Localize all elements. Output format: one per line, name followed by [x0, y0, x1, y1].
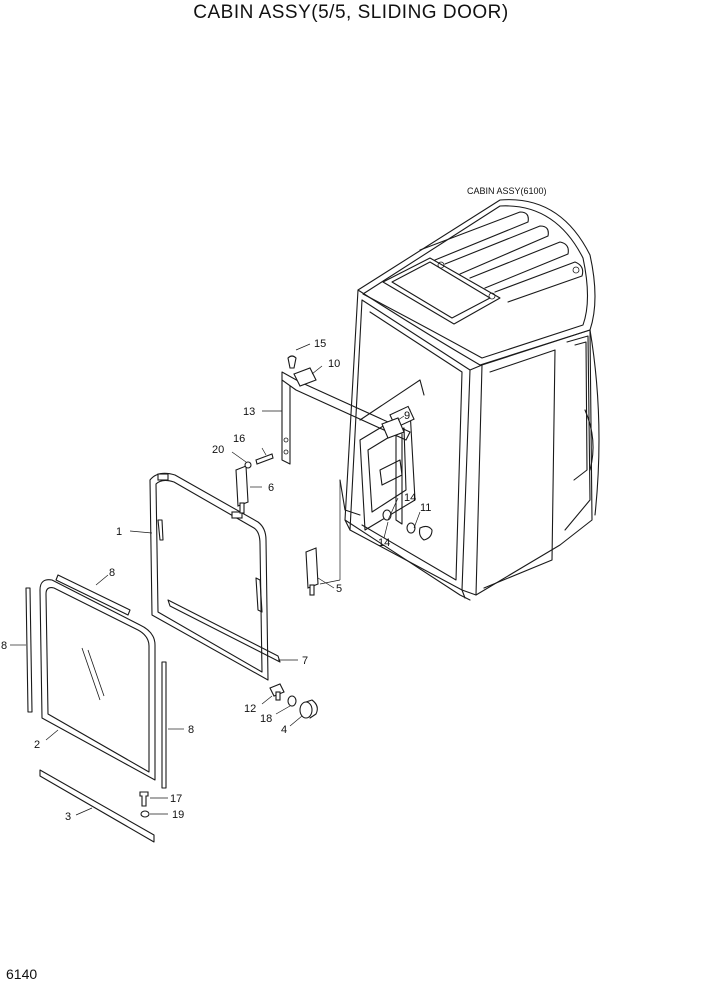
callout-12: 12: [244, 703, 256, 715]
bolt-part-16: [255, 453, 274, 465]
roller-part-4: [299, 699, 318, 719]
bottom-strip-part-3: [39, 769, 155, 843]
callout-8-left: 8: [1, 640, 7, 652]
callout-20: 20: [212, 444, 224, 456]
callout-11: 11: [420, 502, 431, 514]
callout-3: 3: [65, 811, 71, 823]
pin-part-15: [287, 355, 297, 369]
bracket-part-9: [381, 417, 405, 439]
callout-17: 17: [170, 793, 182, 805]
roller-part-12: [269, 683, 285, 701]
callout-13: 13: [243, 406, 255, 418]
callout-18: 18: [260, 713, 272, 725]
callout-5: 5: [336, 583, 342, 595]
callout-9: 9: [404, 410, 410, 422]
screw-part-17: [139, 791, 149, 807]
guide-rail-part-7: [167, 599, 281, 663]
page-number: 6140: [6, 966, 38, 982]
spacer-part-18: [287, 695, 297, 707]
weather-strip-part-8: [25, 574, 167, 789]
page-title: CABIN ASSY(5/5, SLIDING DOOR): [193, 2, 509, 23]
callout-1: 1: [116, 526, 122, 538]
hinge-part-5: [305, 547, 319, 596]
callout-4: 4: [281, 724, 287, 736]
callout-10: 10: [328, 358, 340, 370]
callout-6: 6: [268, 482, 274, 494]
callout-8-right: 8: [188, 724, 194, 736]
callout-16: 16: [233, 433, 245, 445]
callout-14-upper: 14: [404, 492, 416, 504]
glass-panel-part-2: [39, 579, 156, 781]
door-frame-part-1: [149, 472, 269, 681]
callout-19: 19: [172, 809, 184, 821]
hinge-part-6: [235, 465, 249, 514]
leader-lines: [10, 343, 421, 816]
washer-part-19: [140, 810, 150, 818]
knob-part-11: [418, 525, 433, 541]
callout-8-top: 8: [109, 567, 115, 579]
callout-7: 7: [302, 655, 308, 667]
cabin-assy-label: CABIN ASSY(6100): [467, 186, 547, 196]
washer-part-20: [244, 461, 252, 469]
callout-14-lower: 14: [378, 537, 390, 549]
callout-15: 15: [314, 338, 326, 350]
callout-2: 2: [34, 739, 40, 751]
bracket-part-10: [293, 367, 317, 387]
